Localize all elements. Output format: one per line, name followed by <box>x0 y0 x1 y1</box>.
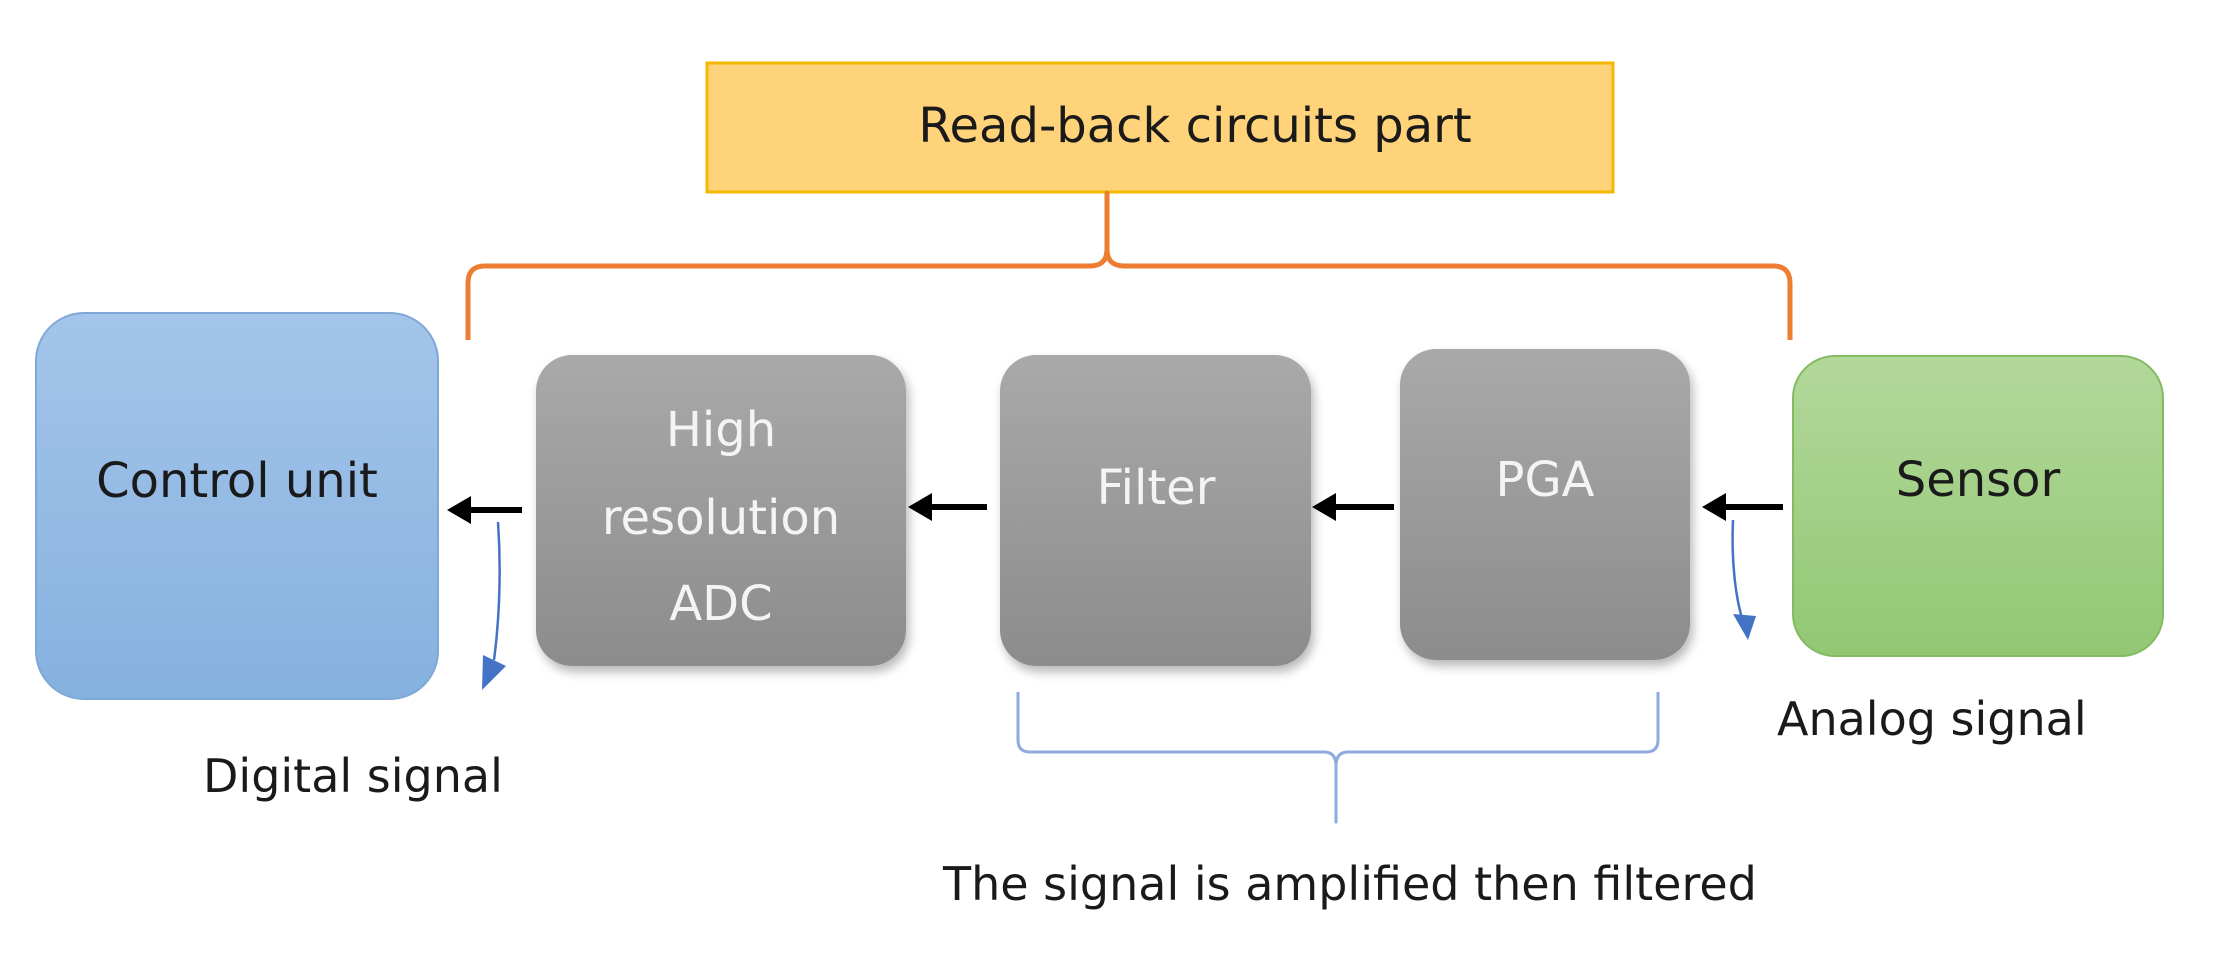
analog-signal-pointer-arrow <box>1731 519 1756 640</box>
amplify-filter-bottom-brace <box>1016 692 1660 824</box>
amplified-filtered-label: The signal is amplified then filtered <box>942 857 1757 911</box>
readback-title-box: Read-back circuits part <box>705 61 1615 194</box>
adc-label-line-1: High <box>666 402 776 458</box>
flow-arrow-pga-to-filter <box>1312 493 1394 521</box>
pga-block <box>1400 349 1690 660</box>
digital-signal-label: Digital signal <box>203 749 503 803</box>
adc-block <box>536 355 906 666</box>
flow-arrow-filter-to-adc <box>908 493 987 521</box>
flow-arrow-adc-to-control <box>447 496 522 524</box>
flow-arrow-sensor-to-pga <box>1702 493 1783 521</box>
filter-label: Filter <box>1097 460 1216 516</box>
digital-signal-pointer-arrow <box>482 521 506 690</box>
adc-label-line-3: ADC <box>669 576 772 632</box>
control-unit-block: Control unit <box>35 312 439 700</box>
readback-title-label: Read-back circuits part <box>918 98 1471 154</box>
readback-top-brace <box>465 190 1793 340</box>
pga-label: PGA <box>1496 452 1595 508</box>
filter-block <box>1000 355 1311 666</box>
control-unit-label: Control unit <box>96 453 378 509</box>
sensor-label: Sensor <box>1896 452 2061 508</box>
adc-label-line-2: resolution <box>602 490 840 546</box>
analog-signal-label: Analog signal <box>1777 692 2087 746</box>
sensor-block: Sensor <box>1792 355 2164 657</box>
